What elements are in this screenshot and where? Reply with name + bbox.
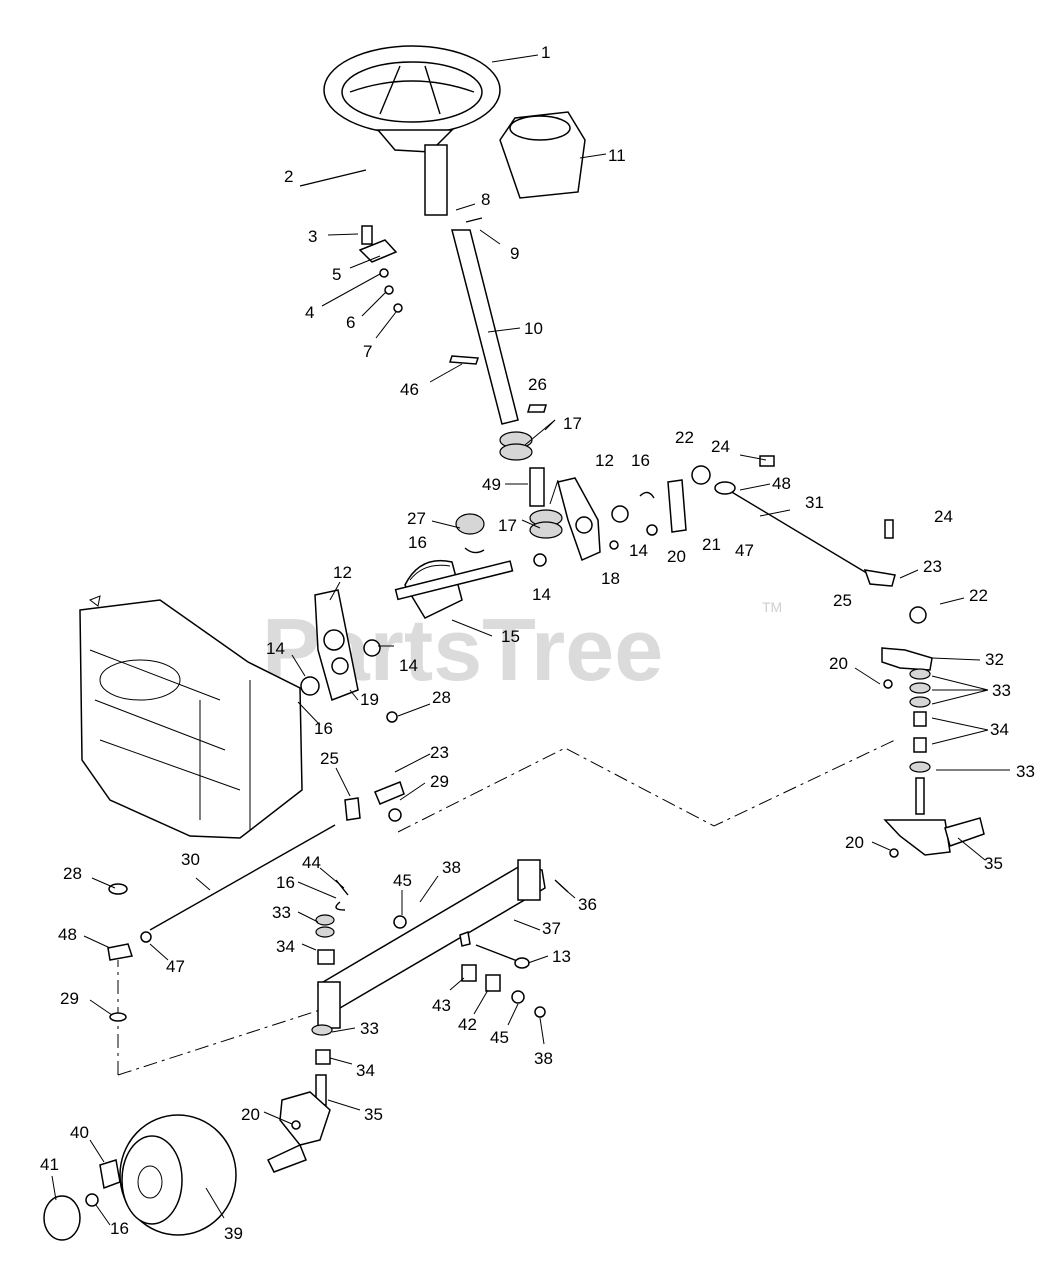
callout-48-b: 48 xyxy=(58,925,77,944)
callout-28: 28 xyxy=(432,688,451,707)
callout-16-e: 16 xyxy=(110,1219,129,1238)
callout-16-c: 16 xyxy=(314,719,333,738)
callout-33-b: 33 xyxy=(1016,762,1035,781)
callout-14-b: 14 xyxy=(532,585,551,604)
callout-22: 22 xyxy=(675,428,694,447)
callout-26: 26 xyxy=(528,375,547,394)
pitman-arm xyxy=(667,455,775,533)
callout-27: 27 xyxy=(407,509,426,528)
callout-25: 25 xyxy=(833,591,852,610)
steering-support-bracket-right xyxy=(557,477,601,562)
callout-35: 35 xyxy=(984,854,1003,873)
callout-4: 4 xyxy=(305,303,314,322)
callout-16: 16 xyxy=(631,451,650,470)
callout-14: 14 xyxy=(629,541,648,560)
callout-20-b: 20 xyxy=(829,654,848,673)
steering-wheel xyxy=(323,45,501,153)
sector-gear xyxy=(394,560,514,619)
callout-11: 11 xyxy=(608,146,626,165)
callout-29-b: 29 xyxy=(60,989,79,1008)
engine-outline xyxy=(79,595,303,839)
callout-28-b: 28 xyxy=(63,864,82,883)
callout-23-b: 23 xyxy=(430,743,449,762)
callout-44: 44 xyxy=(302,853,321,872)
callout-12-b: 12 xyxy=(333,563,352,582)
callout-45-b: 45 xyxy=(490,1028,509,1047)
callout-1: 1 xyxy=(541,43,550,62)
left-spindle-stack xyxy=(266,1024,333,1173)
wheel-hub xyxy=(43,1114,237,1241)
callout-17: 17 xyxy=(563,414,582,433)
small-hardware-upper xyxy=(299,169,547,413)
trademark-symbol: TM xyxy=(762,599,782,615)
callout-24: 24 xyxy=(711,437,730,456)
callout-23: 23 xyxy=(923,557,942,576)
callout-18: 18 xyxy=(601,569,620,588)
callout-13: 13 xyxy=(552,947,571,966)
callout-33-d: 33 xyxy=(360,1019,379,1038)
callout-43: 43 xyxy=(432,996,451,1015)
callout-17-b: 17 xyxy=(498,516,517,535)
callout-14-c: 14 xyxy=(266,639,285,658)
callout-20: 20 xyxy=(667,547,686,566)
right-spindle-stack xyxy=(881,606,985,858)
callout-20-d: 20 xyxy=(241,1105,260,1124)
callout-2: 2 xyxy=(284,167,293,186)
callout-41: 41 xyxy=(40,1155,59,1174)
callout-35-b: 35 xyxy=(364,1105,383,1124)
callout-38-b: 38 xyxy=(534,1049,553,1068)
callout-34-b: 34 xyxy=(276,937,295,956)
callout-31: 31 xyxy=(805,493,824,512)
callout-16-b: 16 xyxy=(408,533,427,552)
dash-cover xyxy=(499,111,586,199)
callout-32: 32 xyxy=(985,650,1004,669)
drag-link-assembly xyxy=(714,481,896,587)
front-axle xyxy=(315,859,569,1029)
callout-33: 33 xyxy=(992,681,1011,700)
callout-40: 40 xyxy=(70,1123,89,1142)
callout-8: 8 xyxy=(481,190,490,209)
callout-6: 6 xyxy=(346,313,355,332)
callout-14-d: 14 xyxy=(399,656,418,675)
callout-25-b: 25 xyxy=(320,749,339,768)
callout-46: 46 xyxy=(400,380,419,399)
callout-34-c: 34 xyxy=(356,1061,375,1080)
callout-29: 29 xyxy=(430,772,449,791)
callout-34: 34 xyxy=(990,720,1009,739)
callout-45: 45 xyxy=(393,871,412,890)
callout-30: 30 xyxy=(181,850,200,869)
callout-20-c: 20 xyxy=(845,833,864,852)
steering-shaft-upper xyxy=(424,144,448,216)
leader-lines xyxy=(51,54,1010,1226)
callout-15: 15 xyxy=(501,627,520,646)
callout-38: 38 xyxy=(442,858,461,877)
callout-10: 10 xyxy=(524,319,543,338)
callout-19: 19 xyxy=(360,690,379,709)
callout-24-b: 24 xyxy=(934,507,953,526)
callout-5: 5 xyxy=(332,265,341,284)
callout-labels: 1 2 3 5 4 6 7 8 9 10 11 46 26 17 22 24 1… xyxy=(40,43,1035,1243)
callout-9: 9 xyxy=(510,244,519,263)
callout-7: 7 xyxy=(363,342,372,361)
callout-42: 42 xyxy=(458,1015,477,1034)
callout-16-d: 16 xyxy=(276,873,295,892)
callout-12: 12 xyxy=(595,451,614,470)
callout-22-b: 22 xyxy=(969,586,988,605)
callout-33-c: 33 xyxy=(272,903,291,922)
steering-pinion xyxy=(455,431,563,539)
callout-49: 49 xyxy=(482,475,501,494)
callout-21: 21 xyxy=(702,535,721,554)
steering-support-bracket-left xyxy=(314,589,381,701)
callout-39: 39 xyxy=(224,1224,243,1243)
callout-37: 37 xyxy=(542,919,561,938)
callout-3: 3 xyxy=(308,227,317,246)
callout-48: 48 xyxy=(772,474,791,493)
steering-shaft-lower xyxy=(451,229,519,425)
callout-36: 36 xyxy=(578,895,597,914)
tie-rod-left xyxy=(107,711,405,1022)
callout-47: 47 xyxy=(735,541,754,560)
callout-47-b: 47 xyxy=(166,957,185,976)
